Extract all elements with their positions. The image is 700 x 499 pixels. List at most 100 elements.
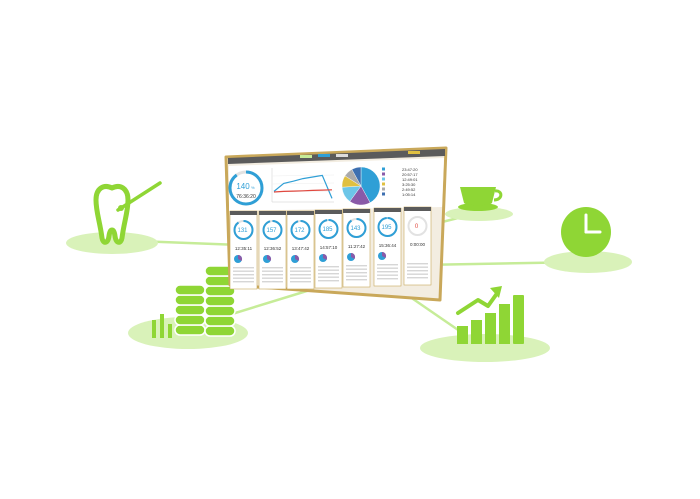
legend-swatch-5 bbox=[382, 187, 385, 191]
pie-slice-6 bbox=[351, 166, 362, 187]
operator-panel-3: 172 13:47:42 bbox=[286, 210, 315, 290]
panel-background bbox=[314, 209, 343, 289]
coffee-cup-icon bbox=[458, 187, 503, 211]
panel-header bbox=[259, 211, 286, 215]
line-series-1 bbox=[273, 174, 333, 199]
pie-slice-1 bbox=[360, 166, 381, 203]
panel-list-row bbox=[233, 281, 254, 283]
panel-list-row bbox=[318, 266, 339, 268]
panel-percent: 157 bbox=[266, 228, 277, 234]
legend-time-6: 1:05:14 bbox=[402, 192, 416, 197]
panel-list-row bbox=[290, 277, 311, 279]
panel-background bbox=[342, 208, 371, 288]
legend-swatch-4 bbox=[382, 182, 385, 186]
panel-gauge-arc bbox=[262, 220, 283, 240]
legend-time-4: 3:25:30 bbox=[402, 182, 416, 187]
panel-mini-pie-slice bbox=[295, 254, 300, 261]
panel-gauge-arc bbox=[318, 219, 339, 239]
panel-list-row bbox=[290, 270, 311, 272]
panel-time: 12:36:52 bbox=[264, 246, 282, 251]
panel-list-row bbox=[377, 278, 398, 280]
legend-swatch-2 bbox=[382, 172, 385, 176]
legend-time-5: 2:49:52 bbox=[402, 187, 416, 192]
panel-list-row bbox=[346, 279, 367, 281]
bar-growth-chart-icon bbox=[456, 286, 524, 344]
panel-list-row bbox=[377, 271, 398, 273]
panel-header bbox=[374, 208, 401, 212]
panel-mini-pie-slice bbox=[382, 251, 387, 258]
legend-time-2: 20:57:17 bbox=[402, 172, 418, 177]
panel-list-row bbox=[377, 267, 398, 269]
pie-chart bbox=[341, 166, 381, 206]
panel-list-row bbox=[346, 265, 367, 267]
panel-percent: 172 bbox=[294, 228, 305, 234]
tooth-icon bbox=[93, 181, 162, 245]
panel-mini-pie-slice bbox=[238, 254, 243, 261]
summary-gauge: 140 % 76:36:20 bbox=[228, 170, 264, 206]
operator-panel-1: 131 12:35:11 bbox=[229, 210, 258, 290]
panel-list-row bbox=[262, 267, 283, 269]
line-series-2 bbox=[273, 189, 333, 193]
panel-percent: 131 bbox=[237, 228, 248, 234]
panel-background bbox=[258, 210, 287, 290]
panel-gauge-arc bbox=[377, 217, 398, 237]
panel-header bbox=[404, 207, 431, 211]
panel-percent: 195 bbox=[381, 225, 392, 231]
panel-list-row bbox=[346, 275, 367, 277]
legend-time-1: 23:47:20 bbox=[402, 167, 418, 172]
panel-list-row bbox=[407, 263, 428, 265]
panel-list-row bbox=[290, 281, 311, 283]
panel-list-row bbox=[233, 270, 254, 272]
panel-percent: 185 bbox=[322, 227, 333, 233]
operator-panels: 131 12:35:11 157 12:36:52 172 13:47:42 185 14:5… bbox=[229, 206, 432, 290]
panel-header bbox=[343, 209, 370, 213]
panel-list-row bbox=[407, 273, 428, 275]
panel-list-row bbox=[290, 274, 311, 276]
panel-list-row bbox=[233, 267, 254, 269]
panel-mini-pie-slice bbox=[351, 252, 356, 259]
panel-header bbox=[287, 211, 314, 215]
panel-list-row bbox=[346, 268, 367, 270]
operator-panel-7: 0 0:00:00 bbox=[403, 206, 432, 286]
line-chart bbox=[271, 168, 335, 203]
panel-list-row bbox=[290, 267, 311, 269]
panel-list-row bbox=[407, 266, 428, 268]
panel-list-row bbox=[318, 280, 339, 282]
panel-list-row bbox=[377, 274, 398, 276]
panel-list-row bbox=[346, 272, 367, 274]
panel-gauge-track bbox=[407, 216, 428, 236]
panel-percent: 143 bbox=[350, 226, 361, 232]
summary-gauge-arc bbox=[228, 170, 264, 206]
panel-list-row bbox=[262, 270, 283, 272]
legend-time-3: 12:49:01 bbox=[402, 177, 418, 182]
dashboard-monitor: 140 % 76:36:20 23:47:20 20:57:17 12:49:0… bbox=[224, 146, 448, 302]
panel-time: 13:47:42 bbox=[292, 246, 310, 251]
coin-stack-icon bbox=[152, 265, 236, 338]
panel-list-row bbox=[318, 273, 339, 275]
legend-swatch-3 bbox=[382, 177, 385, 181]
panel-list-row bbox=[262, 274, 283, 276]
panel-header bbox=[315, 210, 342, 214]
panel-gauge-arc bbox=[290, 220, 311, 240]
panel-list-row bbox=[318, 276, 339, 278]
panel-header bbox=[230, 211, 257, 215]
summary-gauge-unit: % bbox=[251, 185, 255, 190]
panel-list-row bbox=[318, 269, 339, 271]
summary-gauge-value: 140 bbox=[236, 182, 250, 191]
legend-swatch-1 bbox=[382, 167, 385, 171]
panel-time: 14:57:10 bbox=[320, 245, 338, 250]
summary-gauge-time: 76:36:20 bbox=[236, 194, 256, 200]
panel-percent: 0 bbox=[415, 224, 419, 230]
panel-list-row bbox=[377, 264, 398, 266]
panel-mini-pie-slice bbox=[267, 254, 272, 261]
pie-legend: 23:47:20 20:57:17 12:49:01 3:25:30 2:49:… bbox=[382, 167, 418, 197]
panel-mini-pie-slice bbox=[323, 253, 328, 260]
panel-list-row bbox=[407, 277, 428, 279]
panel-time: 0:00:00 bbox=[410, 242, 426, 247]
panel-gauge-arc bbox=[233, 220, 254, 240]
panel-list-row bbox=[262, 281, 283, 283]
panel-time: 12:35:11 bbox=[235, 246, 253, 251]
panel-list-row bbox=[233, 274, 254, 276]
